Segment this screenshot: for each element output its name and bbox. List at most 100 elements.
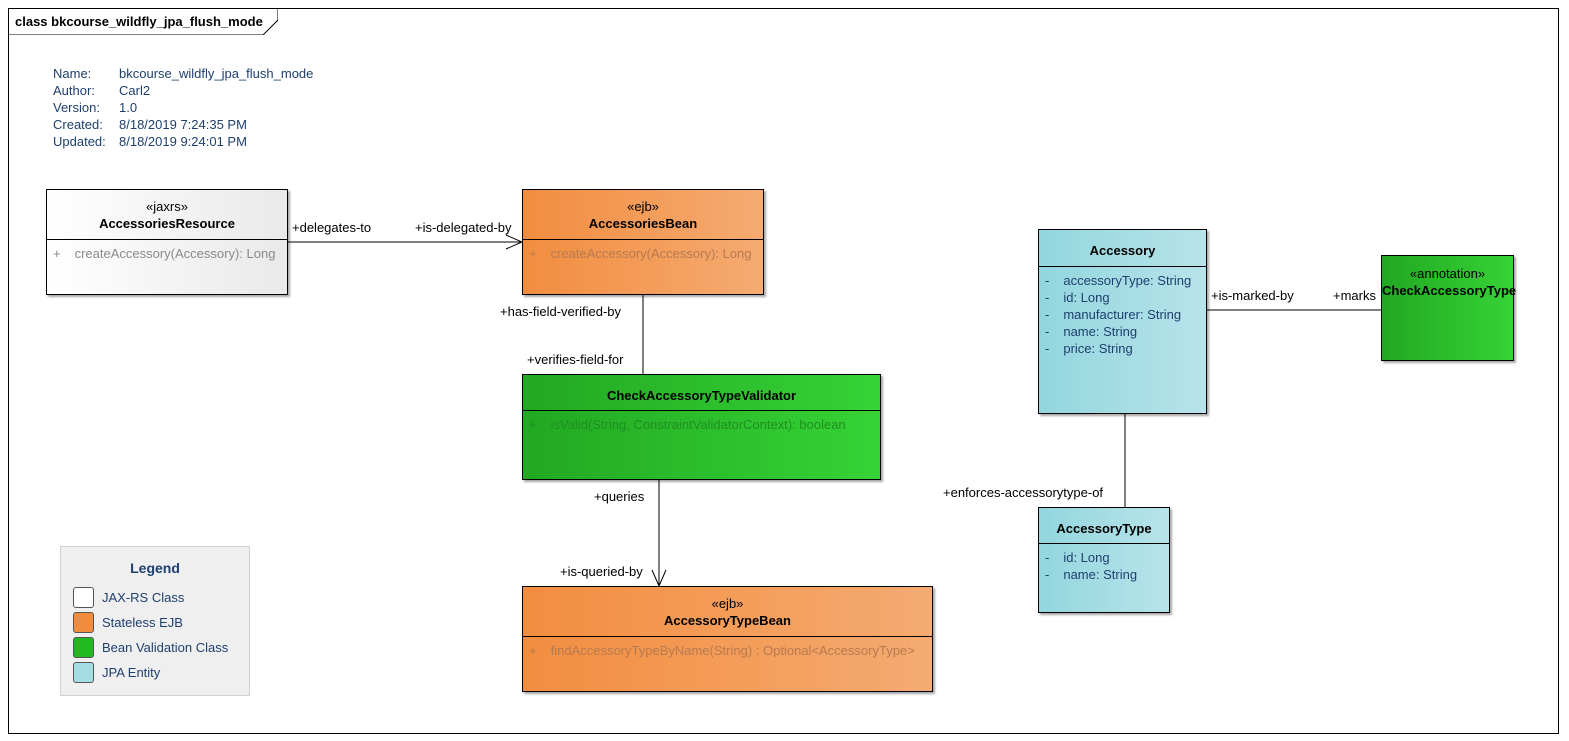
- attribute: -id: Long: [1045, 549, 1163, 566]
- stereotype: «ejb»: [627, 199, 659, 214]
- operation-signature: createAccessory(Accessory): Long: [550, 246, 752, 261]
- legend-title: Legend: [130, 560, 180, 576]
- visibility: -: [1045, 290, 1050, 305]
- diagram-metadata: Name: bkcourse_wildfly_jpa_flush_mode Aut…: [53, 65, 313, 150]
- visibility: -: [1045, 307, 1050, 322]
- class-accessory-type[interactable]: AccessoryType -id: Long -name: String: [1038, 507, 1170, 613]
- meta-row: Version:1.0: [53, 99, 313, 116]
- class-header: «ejb» AccessoryTypeBean: [523, 587, 932, 637]
- class-header: Accessory: [1039, 230, 1206, 267]
- class-name: AccessoriesBean: [588, 216, 698, 231]
- meta-row: Name: bkcourse_wildfly_jpa_flush_mode: [53, 65, 313, 82]
- meta-value: Carl2: [119, 83, 151, 98]
- class-operations: + createAccessory(Accessory): Long: [523, 240, 763, 267]
- visibility: -: [1045, 550, 1050, 565]
- operation-signature: createAccessory(Accessory): Long: [74, 246, 276, 261]
- legend: Legend JAX-RS Class Stateless EJB Bean V…: [60, 546, 250, 696]
- meta-row: Author: Carl2: [53, 82, 313, 99]
- legend-swatch: [73, 662, 94, 683]
- legend-label: Stateless EJB: [102, 615, 183, 630]
- visibility: -: [1045, 324, 1050, 339]
- operation: + createAccessory(Accessory): Long: [53, 245, 281, 262]
- visibility: +: [529, 246, 537, 261]
- class-name: CheckAccessoryTypeValidator: [606, 388, 797, 403]
- class-accessory-type-bean[interactable]: «ejb» AccessoryTypeBean + findAccessoryTy…: [522, 586, 933, 692]
- stereotype: «ejb»: [711, 596, 744, 611]
- class-check-accessory-type-validator[interactable]: CheckAccessoryTypeValidator + isValid(Str…: [522, 374, 881, 480]
- role-is-marked-by: +is-marked-by: [1211, 288, 1294, 303]
- class-attributes: -accessoryType: String -id: Long -manufa…: [1039, 267, 1206, 362]
- visibility: -: [1045, 273, 1050, 288]
- stereotype: «jaxrs»: [146, 199, 188, 214]
- operation: + createAccessory(Accessory): Long: [529, 245, 757, 262]
- meta-key: Name:: [53, 66, 92, 81]
- visibility: -: [1045, 567, 1050, 582]
- role-delegates-to: +delegates-to: [292, 220, 372, 235]
- class-attributes: -id: Long -name: String: [1039, 544, 1169, 588]
- role-verifies-field-for: +verifies-field-for: [527, 352, 624, 367]
- attribute: -price: String: [1045, 340, 1200, 357]
- attribute: -name: String: [1045, 323, 1200, 340]
- class-name: CheckAccessoryType: [1382, 283, 1517, 298]
- visibility: +: [529, 417, 537, 432]
- attribute: -name: String: [1045, 566, 1163, 583]
- class-accessories-bean[interactable]: «ejb» AccessoriesBean + createAccessory(A…: [522, 189, 764, 295]
- meta-value: bkcourse_wildfly_jpa_flush_mode: [119, 66, 314, 81]
- diagram-frame: [8, 8, 1559, 734]
- attribute-text: name: String: [1063, 324, 1138, 339]
- legend-item: Bean Validation Class: [73, 637, 228, 658]
- legend-swatch: [73, 612, 94, 633]
- role-has-field-verified-by: +has-field-verified-by: [500, 304, 622, 319]
- role-queries: +queries: [594, 489, 645, 504]
- meta-value: 8/18/2019 7:24:35 PM: [119, 117, 247, 132]
- class-operations: + isValid(String, ConstraintValidatorCont…: [523, 411, 880, 438]
- meta-value: 8/18/2019 9:24:01 PM: [119, 134, 247, 149]
- attribute: -accessoryType: String: [1045, 272, 1200, 289]
- visibility: +: [529, 643, 537, 658]
- attribute-text: id: Long: [1063, 550, 1110, 565]
- class-operations: + createAccessory(Accessory): Long: [47, 240, 287, 267]
- legend-item: Stateless EJB: [73, 612, 183, 633]
- class-check-accessory-type[interactable]: «annotation» CheckAccessoryType: [1381, 255, 1517, 361]
- attribute-text: accessoryType: String: [1063, 273, 1192, 288]
- legend-label: Bean Validation Class: [102, 640, 229, 655]
- frame-tab: [8, 8, 278, 35]
- class-name: Accessory: [1089, 243, 1156, 258]
- legend-item: JPA Entity: [73, 662, 160, 683]
- class-header: «ejb» AccessoriesBean: [523, 190, 763, 240]
- operation-signature: findAccessoryTypeByName(String) : Option…: [550, 643, 915, 658]
- role-is-queried-by: +is-queried-by: [560, 564, 643, 579]
- attribute: -manufacturer: String: [1045, 306, 1200, 323]
- meta-row: Created: 8/18/2019 7:24:35 PM: [53, 116, 313, 133]
- class-name: AccessoryTypeBean: [664, 613, 791, 628]
- legend-item: JAX-RS Class: [73, 587, 184, 608]
- meta-key: Author:: [53, 83, 95, 98]
- class-header: AccessoryType: [1039, 508, 1169, 544]
- class-name: AccessoryType: [1056, 521, 1152, 536]
- legend-label: JPA Entity: [102, 665, 161, 680]
- meta-row: Updated: 8/18/2019 9:24:01 PM: [53, 133, 313, 150]
- stereotype: «annotation»: [1409, 266, 1486, 281]
- meta-key: Updated:: [53, 134, 106, 149]
- attribute-text: price: String: [1063, 341, 1133, 356]
- role-enforces-accessorytype-of: +enforces-accessorytype-of: [943, 485, 1104, 500]
- class-accessory[interactable]: Accessory -accessoryType: String -id: Lo…: [1038, 229, 1207, 414]
- attribute: -id: Long: [1045, 289, 1200, 306]
- attribute-text: manufacturer: String: [1063, 307, 1182, 322]
- visibility: -: [1045, 341, 1050, 356]
- class-header: CheckAccessoryTypeValidator: [523, 375, 880, 411]
- class-header: «jaxrs» AccessoriesResource: [47, 190, 287, 240]
- class-operations: + findAccessoryTypeByName(String) : Optio…: [523, 637, 932, 664]
- operation-signature: isValid(String, ConstraintValidatorConte…: [550, 417, 846, 432]
- operation: + findAccessoryTypeByName(String) : Optio…: [529, 642, 926, 659]
- role-marks: +marks: [1333, 288, 1376, 303]
- attribute-text: id: Long: [1063, 290, 1110, 305]
- legend-swatch: [73, 587, 94, 608]
- meta-key: Created:: [53, 117, 103, 132]
- legend-swatch: [73, 637, 94, 658]
- visibility: +: [53, 246, 61, 261]
- role-is-delegated-by: +is-delegated-by: [415, 220, 512, 235]
- class-accessories-resource[interactable]: «jaxrs» AccessoriesResource + createAcces…: [46, 189, 288, 295]
- frame-title-tab: class bkcourse_wildfly_jpa_flush_mode: [8, 8, 278, 35]
- frame-title: class bkcourse_wildfly_jpa_flush_mode: [15, 14, 263, 29]
